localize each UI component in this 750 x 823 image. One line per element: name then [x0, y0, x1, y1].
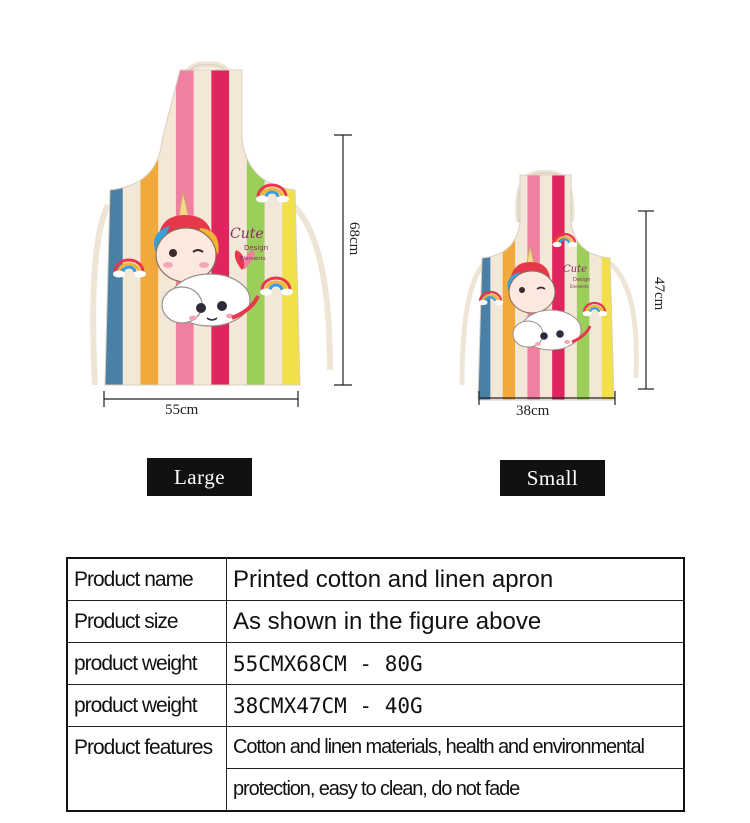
small-height-label: 47cm [651, 277, 667, 311]
spec-value-product-size: As shown in the figure above [226, 600, 685, 643]
table-row: Product features Cotton and linen materi… [66, 726, 685, 769]
large-apron-stripe [264, 70, 283, 385]
large-apron-stripe [122, 70, 141, 385]
table-row: product weight 38CMX47CM - 40G [66, 684, 685, 727]
table-row: Product size As shown in the figure abov… [66, 600, 685, 643]
large-width-label: 55cm [165, 402, 199, 418]
spec-value-weight-small: 38CMX47CM - 40G [226, 684, 685, 727]
spec-key-empty [66, 768, 227, 812]
apron-title-text-large: Cute [230, 226, 264, 242]
small-apron-stripe [589, 175, 603, 400]
small-width-label: 38cm [516, 403, 550, 419]
large-apron-stripe [211, 70, 230, 385]
large-apron-stripe [140, 70, 159, 385]
small-size-tag: Small [500, 460, 605, 496]
large-apron-stripe [282, 70, 300, 385]
unicorn-illustration-small: Cute Design Elements [478, 232, 608, 351]
unicorn-illustration-large: Cute Design Elements [113, 183, 293, 327]
table-row: protection, easy to clean, do not fade [66, 768, 685, 812]
spec-key-weight-large: product weight [66, 642, 227, 685]
large-size-tag: Large [147, 458, 252, 496]
product-spec-table: Product name Printed cotton and linen ap… [66, 557, 685, 812]
spec-value-product-features: Cotton and linen materials, health and e… [226, 726, 685, 769]
spec-value-product-features-cont: protection, easy to clean, do not fade [226, 768, 685, 812]
spec-key-product-size: Product size [66, 600, 227, 643]
apron-title-text-small: Cute [563, 264, 587, 275]
small-apron-stripe [490, 175, 504, 400]
apron-tagline-text-large: Elements [240, 256, 266, 262]
table-row: Product name Printed cotton and linen ap… [66, 557, 685, 601]
apron-tagline-text-small: Elements [570, 284, 589, 289]
table-row: product weight 55CMX68CM - 80G [66, 642, 685, 685]
spec-key-product-name: Product name [66, 557, 227, 601]
spec-key-weight-small: product weight [66, 684, 227, 727]
large-apron-stripe [105, 70, 124, 385]
large-apron-image: Cute Design Elements [90, 61, 654, 407]
spec-key-product-features: Product features [66, 726, 227, 769]
apron-subtitle-text-small: Design [573, 277, 590, 283]
small-apron-stripe [478, 175, 491, 400]
apron-subtitle-text-large: Design [244, 244, 268, 252]
spec-value-product-name: Printed cotton and linen apron [226, 557, 685, 601]
spec-value-weight-large: 55CMX68CM - 80G [226, 642, 685, 685]
large-height-label: 68cm [346, 222, 362, 256]
